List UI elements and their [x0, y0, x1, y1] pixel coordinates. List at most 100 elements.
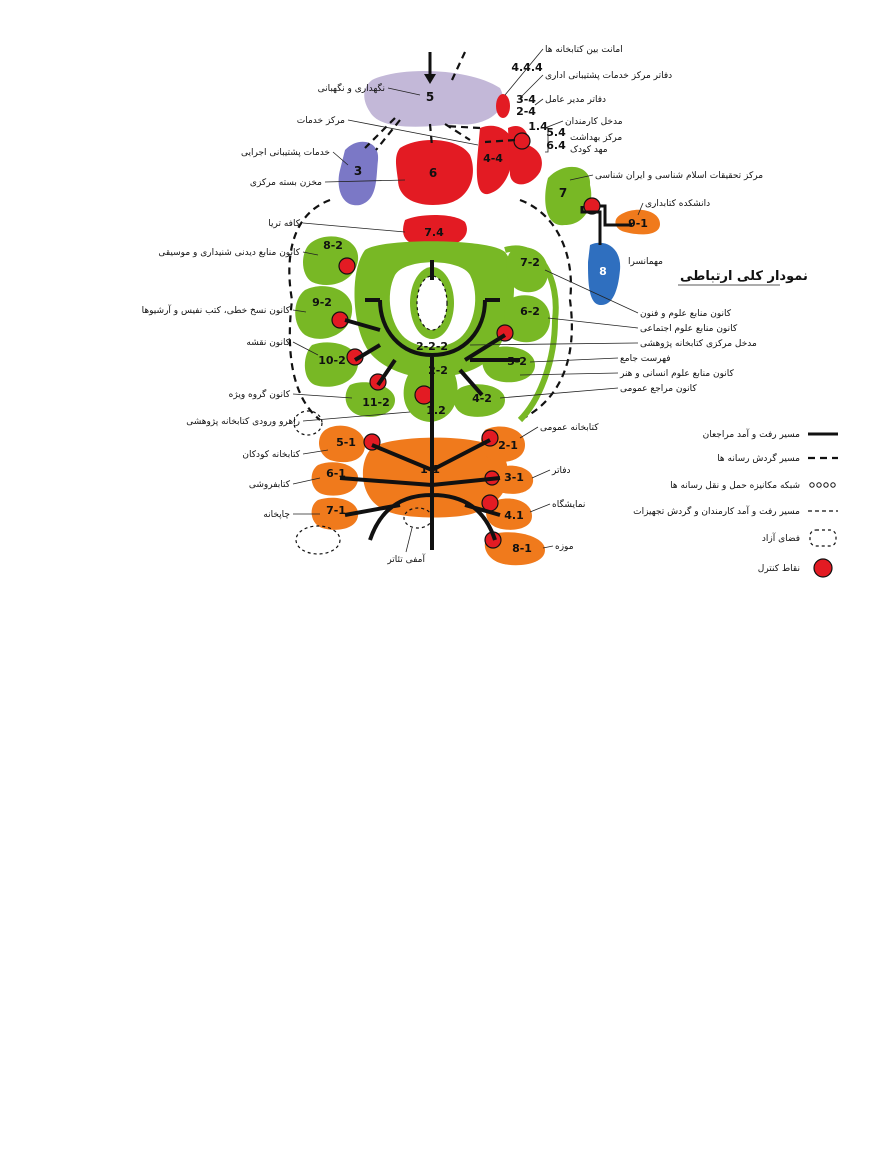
node-9-1-shape [615, 209, 660, 235]
node-10-2-label: 10-2 [318, 354, 346, 367]
central-void [417, 276, 447, 330]
label-9-2: کانون نسخ خطی، کتب نفیس و آرشیوها [142, 304, 291, 316]
label-2-1: کتابخانه عمومی [540, 423, 599, 433]
control-point [338, 257, 356, 275]
label-7: مرکز تحقیقات اسلام شناسی و ایران شناسی [595, 171, 763, 181]
node-5-label: 5 [426, 90, 434, 104]
label-4-2: کانون مراجع عمومی [620, 384, 697, 394]
reader-route [344, 260, 520, 430]
node-4-4-4-label: 4.4.4 [511, 61, 543, 74]
label-8: مهمانسرا [628, 257, 663, 267]
label-6-1: کتابفروشی [249, 480, 291, 490]
node-8-2-label: 8-2 [323, 239, 343, 252]
label-10-2: کانون نقشه [246, 338, 290, 348]
node-4-2-shape [453, 384, 505, 417]
arrowhead [424, 74, 436, 84]
label-5: نگهداری و نگهبانی [318, 82, 385, 94]
node-6-2-shape [504, 295, 551, 343]
legend-top: مسیر رفت و آمد مراجعان مسیر گردش رسانه ه… [633, 428, 838, 578]
support-link [364, 117, 516, 151]
label-6: مخزن بسته مرکزی [250, 178, 322, 188]
label-4-1: نمایشگاه [552, 498, 585, 510]
node-7-1-shape [311, 497, 359, 530]
label-7-1: چاپخانه [263, 510, 290, 520]
node-2-2-2-label: 2-2-2 [416, 340, 448, 353]
label-5-1: کتابخانه کودکان [242, 450, 300, 460]
legend-media-route: مسیر گردش رسانه ها [717, 452, 800, 464]
node-7-1-label: 7-1 [326, 504, 346, 517]
label-amphitheater: آمفی تئاتر [386, 553, 425, 565]
legend-free-space-swatch [809, 529, 837, 547]
label-3-1: دفاتر [551, 466, 571, 476]
node-4-4-label: 4-4 [483, 152, 503, 165]
label-humanities: کانون منابع علوم انسانی و هنر [619, 369, 735, 379]
legend-control-points: نقاط کنترل [758, 564, 800, 574]
node-1-2-label: 1.2 [426, 404, 446, 417]
label-2-4: دفاتر مدیر عامل [545, 95, 606, 105]
label-4-4-4: امانت بین کتابخانه ها [545, 45, 623, 55]
control-point [513, 132, 531, 150]
node-7-label: 7 [559, 186, 567, 200]
node-5-4-label: 5.4 [546, 126, 566, 139]
right-labels: امانت بین کتابخانه ها دفاتر مرکز خدمات پ… [469, 45, 808, 552]
node-7-shape [545, 166, 592, 226]
label-8-2: کانون منابع دیدنی شنیداری و موسیقی [158, 248, 300, 258]
link-7-8 [580, 206, 602, 245]
legend-visitor-route: مسیر رفت و آمد مراجعان [703, 428, 801, 440]
node-3-shape [338, 141, 379, 206]
node-6-label: 6 [429, 166, 437, 180]
top-diagram: 5 3 6 4-4 4.4.4 3-4 2-4 1.4 5.4 6.4 7 9-… [142, 45, 838, 578]
label-9-1: دانشکده کتابداری [645, 199, 710, 209]
node-3-label: 3 [354, 164, 362, 178]
node-3-1-shape [491, 465, 534, 494]
legend-mechanized-swatch [809, 482, 836, 488]
node-7-4-label: 7.4 [424, 226, 444, 239]
label-5-2: فهرست جامع [620, 354, 671, 364]
legend-staff-route: مسیر رفت و آمد کارمندان و گردش تجهیزات [633, 505, 800, 517]
node-3-1-label: 3-1 [504, 471, 524, 484]
node-5-shape [364, 70, 503, 127]
node-5-2-shape [482, 346, 535, 383]
node-6-shape [396, 139, 473, 205]
node-9-2-label: 9-2 [312, 296, 332, 309]
node-5-1-label: 5-1 [336, 436, 356, 449]
label-3: خدمات پشتیبانی اجرایی [241, 148, 330, 158]
label-6-2: کانون منابع علوم اجتماعی [640, 324, 738, 334]
legend-mechanized: شبکه مکانیزه حمل و نقل رسانه ها [670, 481, 800, 491]
node-4-1-label: 4.1 [504, 509, 524, 522]
label-5-4: مرکز بهداشت [570, 133, 622, 143]
free-space [295, 525, 341, 555]
node-1-4-label: 1.4 [528, 120, 548, 133]
node-7-2-label: 7-2 [520, 256, 540, 269]
node-7-4-shape [403, 214, 467, 247]
node-10-2-shape [304, 342, 359, 387]
node-8-label: 8 [599, 265, 607, 278]
free-space-outline [416, 275, 448, 331]
node-4-4-4-shape [496, 94, 510, 118]
node-6-4-label: 6.4 [546, 139, 566, 152]
node-11-2-label: 11-2 [362, 396, 390, 409]
left-labels: نگهداری و نگهبانی مرکز خدمات خدمات پشتیب… [142, 82, 479, 565]
node-8-1-label: 8-1 [512, 542, 532, 555]
node-7-2-shape [506, 247, 548, 293]
node-8-shape [588, 242, 621, 306]
employee-route-envelope [288, 198, 573, 421]
legend-free-space: فضای آزاد [762, 532, 800, 544]
free-space [403, 507, 433, 529]
bracket [545, 127, 549, 153]
label-8-1: موزه [555, 542, 574, 552]
link-7-9-1 [600, 204, 632, 227]
free-space [293, 410, 323, 436]
node-4-2-label: 4-2 [472, 392, 492, 405]
label-6-4: مهد کودک [570, 144, 608, 155]
label-7-4: کافه تریا [268, 219, 300, 229]
top-diagram-title: نمودار کلی ارتباطی [680, 269, 808, 284]
entry-arrow-dashed [451, 51, 466, 81]
node-2-1-label: 2-1 [498, 439, 518, 452]
node-3-4-label: 3-4 [516, 93, 536, 106]
label-3-4: دفاتر مرکز خدمات پشتیبانی اداری [545, 71, 672, 81]
label-11-2: کانون گروه ویژه [229, 388, 291, 400]
label-central-entrance: مدخل مرکزی کتابخانه پژوهشی [640, 339, 757, 349]
node-2-4-label: 2-4 [516, 105, 536, 118]
